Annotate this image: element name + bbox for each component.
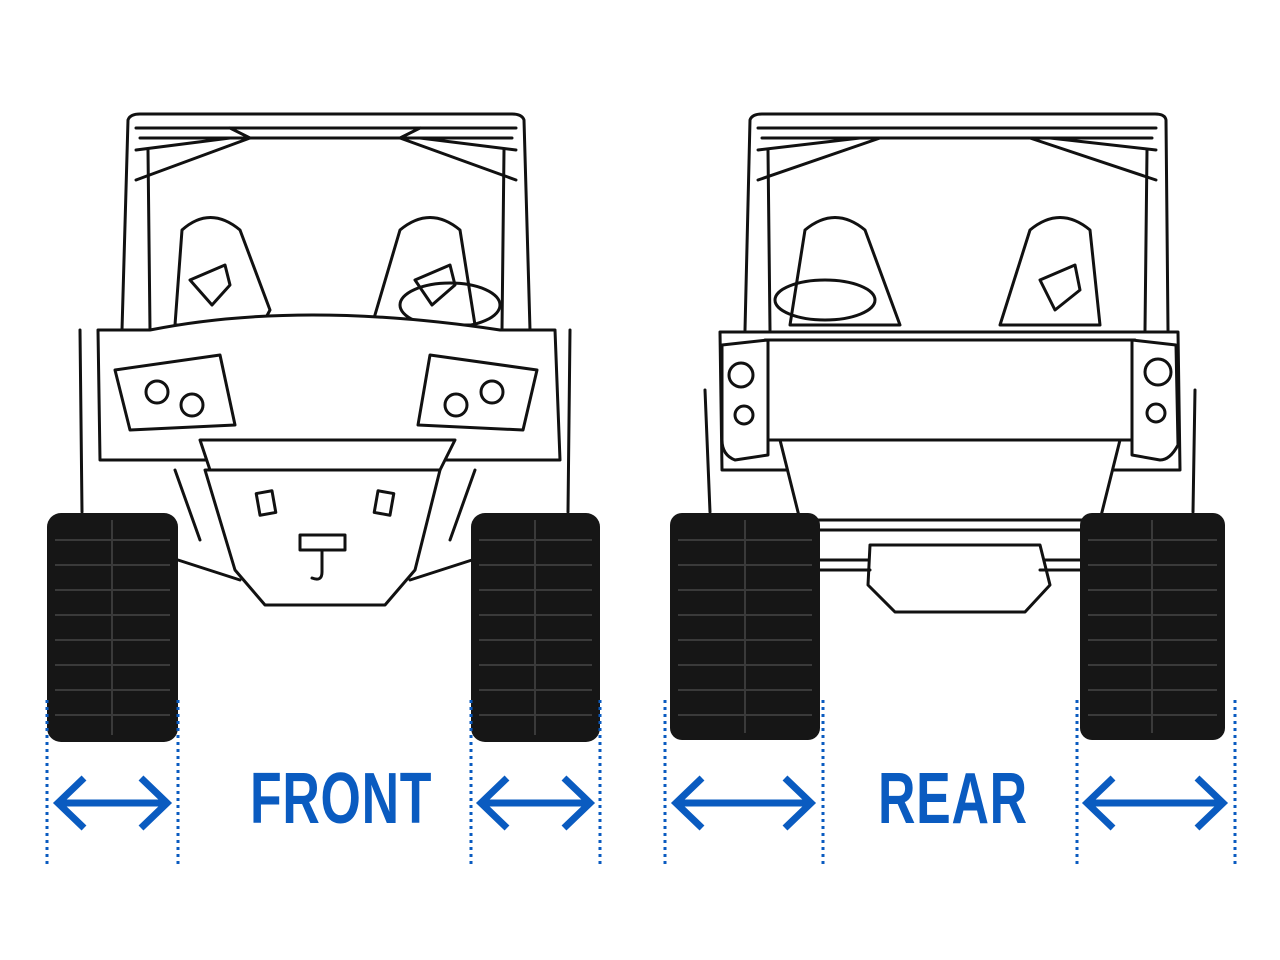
track-width-arrow-icon — [670, 775, 817, 831]
utv-rear-view-icon — [670, 112, 1225, 740]
rear-label: REAR — [878, 759, 1028, 839]
front-label: FRONT — [250, 759, 433, 839]
track-width-guides — [45, 700, 1237, 865]
track-width-arrow-icon — [52, 775, 173, 831]
utv-front-view-icon — [47, 112, 600, 742]
track-width-arrow-icon — [1081, 775, 1229, 831]
track-width-arrow-icon — [475, 775, 596, 831]
